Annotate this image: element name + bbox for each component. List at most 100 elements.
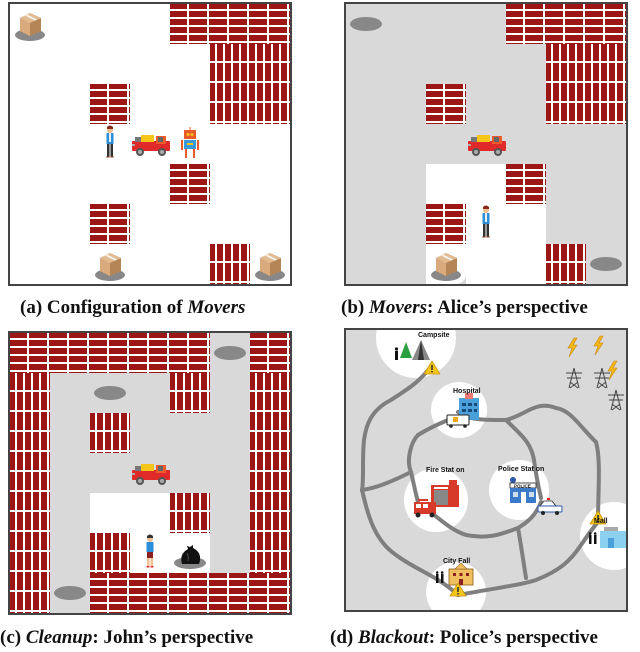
fog-cell	[466, 4, 506, 44]
person-alice-icon	[90, 124, 130, 164]
empty-location-marker-icon	[54, 586, 86, 600]
brick-wall-cell	[10, 413, 50, 453]
mall-icon	[588, 527, 626, 548]
brick-wall-cell	[50, 333, 90, 373]
police-station-icon: POLICE	[509, 477, 537, 503]
lightning-icon	[567, 337, 578, 358]
floor-cell	[250, 164, 290, 204]
fog-cell	[426, 4, 466, 44]
caption-b: (b) Movers: Alice’s perspective	[341, 297, 588, 319]
trash-bag-icon	[170, 533, 210, 573]
fog-cell	[466, 44, 506, 84]
brick-wall-cell	[10, 533, 50, 573]
grid-b	[346, 4, 626, 284]
fog-cell	[50, 413, 90, 453]
caption-d: (d) Blackout: Police’s perspective	[330, 627, 598, 649]
brick-wall-cell	[250, 413, 290, 453]
fog-cell	[386, 204, 426, 244]
brick-wall-cell	[170, 164, 210, 204]
brick-wall-cell	[546, 244, 586, 284]
power-tower-icon	[566, 367, 582, 389]
brick-wall-cell	[250, 4, 290, 44]
fog-cell	[386, 244, 426, 284]
fog-cell	[130, 373, 170, 413]
location-marker-icon	[346, 4, 386, 44]
fog-cell	[50, 493, 90, 533]
caption-a-prefix: (a) Configuration of	[20, 297, 188, 318]
truck-icon	[130, 124, 170, 164]
fog-cell	[50, 373, 90, 413]
fire-station-icon	[431, 480, 459, 507]
fire-truck-icon	[414, 499, 436, 518]
floor-cell	[130, 164, 170, 204]
truck-icon	[466, 124, 506, 164]
floor-cell	[90, 164, 130, 204]
fog-cell	[346, 124, 386, 164]
brick-wall-cell	[90, 84, 130, 124]
floor-cell	[50, 164, 90, 204]
fog-cell	[386, 124, 426, 164]
moving-box-icon	[426, 244, 466, 284]
floor-cell	[90, 493, 130, 533]
label-hospital: Hospital	[453, 388, 481, 395]
brick-wall-cell	[210, 573, 250, 613]
fog-cell	[586, 164, 626, 204]
caption-d-italic: Blackout	[357, 627, 429, 648]
label-fire-station: Fire Stat on	[426, 467, 465, 474]
brick-wall-cell	[586, 44, 626, 84]
brick-wall-cell	[546, 44, 586, 84]
fog-cell	[506, 124, 546, 164]
fog-cell	[210, 493, 250, 533]
brick-wall-cell	[10, 493, 50, 533]
lightning-icon	[593, 335, 604, 356]
floor-cell	[506, 244, 546, 284]
fog-cell	[346, 44, 386, 84]
fog-cell	[130, 413, 170, 453]
floor-cell	[10, 164, 50, 204]
caption-a: (a) Configuration of Movers	[20, 297, 245, 319]
brick-wall-cell	[90, 204, 130, 244]
floor-cell	[250, 204, 290, 244]
brick-wall-cell	[10, 573, 50, 613]
fog-cell	[586, 124, 626, 164]
fog-cell	[426, 44, 466, 84]
caption-d-suffix: : Police’s perspective	[428, 627, 598, 648]
floor-cell	[250, 124, 290, 164]
empty-location-marker-icon	[94, 386, 126, 400]
floor-cell	[10, 244, 50, 284]
warning-icon	[423, 360, 441, 375]
brick-wall-cell	[546, 84, 586, 124]
caption-c: (c) Cleanup: John’s perspective	[0, 627, 253, 649]
svg-text:POLICE: POLICE	[514, 484, 531, 489]
location-marker-icon	[50, 573, 90, 613]
ambulance-icon	[446, 414, 470, 428]
floor-cell	[130, 84, 170, 124]
campsite-icon	[394, 340, 430, 360]
floor-cell	[50, 124, 90, 164]
brick-wall-cell	[506, 4, 546, 44]
brick-wall-cell	[250, 44, 290, 84]
fog-cell	[346, 164, 386, 204]
floor-cell	[130, 244, 170, 284]
caption-c-prefix: (c)	[0, 627, 26, 648]
brick-wall-cell	[586, 84, 626, 124]
brick-wall-cell	[250, 333, 290, 373]
fog-cell	[546, 204, 586, 244]
fog-cell	[346, 244, 386, 284]
floor-cell	[170, 84, 210, 124]
fog-cell	[506, 84, 546, 124]
power-outage-cluster	[566, 335, 624, 411]
brick-wall-cell	[210, 4, 250, 44]
fog-cell	[386, 4, 426, 44]
power-tower-icon	[608, 389, 624, 411]
label-city-hall: City Fall	[443, 558, 471, 565]
brick-wall-cell	[130, 573, 170, 613]
brick-wall-cell	[90, 333, 130, 373]
fog-cell	[386, 44, 426, 84]
fog-cell	[170, 453, 210, 493]
floor-cell	[10, 44, 50, 84]
brick-wall-cell	[170, 4, 210, 44]
power-tower-icon	[594, 367, 610, 389]
buildings: POLICE	[394, 340, 626, 586]
